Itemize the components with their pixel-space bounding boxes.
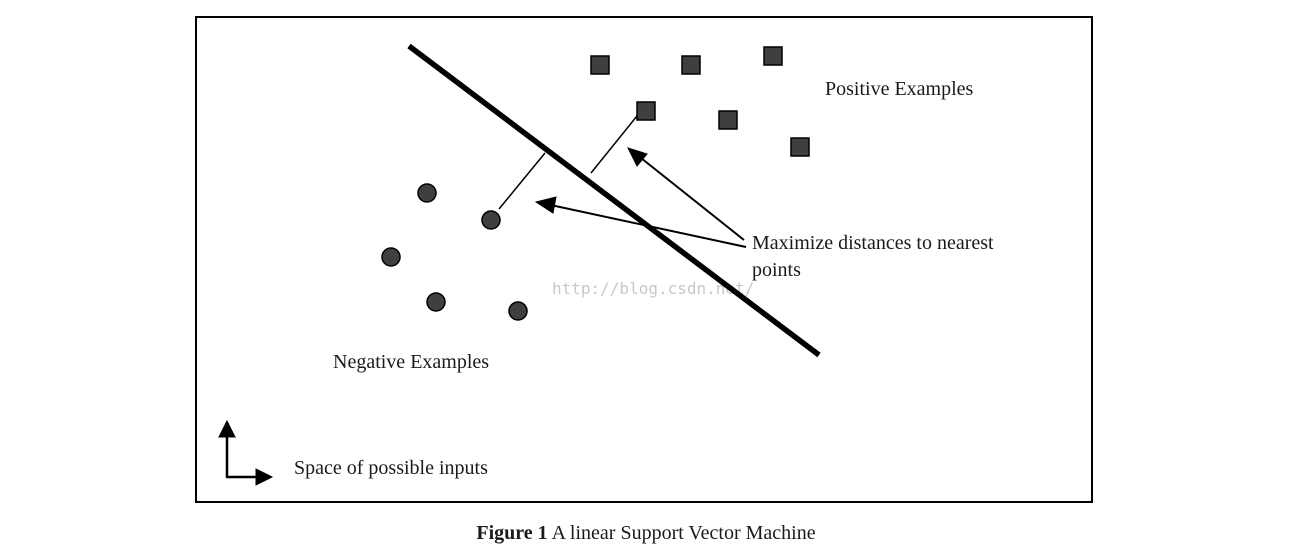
positive-examples-label: Positive Examples (825, 78, 974, 100)
positive-examples (590, 46, 810, 157)
negative-point (381, 247, 401, 267)
caption-prefix: Figure 1 (476, 522, 547, 544)
negative-point (481, 210, 501, 230)
arrow-to-positive-margin (635, 153, 745, 241)
input-space-label: Space of possible inputs (294, 457, 488, 479)
caption-text: A linear Support Vector Machine (548, 522, 816, 544)
margin-line-positive (590, 115, 638, 174)
diagram-frame (195, 16, 1093, 503)
arrow-to-negative-margin (545, 203, 747, 248)
negative-point (426, 292, 446, 312)
arrowhead-icon (534, 196, 557, 214)
positive-point (590, 55, 610, 75)
positive-point (681, 55, 701, 75)
input-space-axes-icon (218, 419, 274, 486)
negative-point (417, 183, 437, 203)
negative-examples-label: Negative Examples (333, 351, 489, 373)
positive-point (718, 110, 738, 130)
positive-point (790, 137, 810, 157)
negative-point (508, 301, 528, 321)
margin-line-negative (498, 152, 546, 210)
annotation-text-line1: Maximize distances to nearest (752, 232, 994, 254)
annotation-text-line2: points (752, 259, 801, 281)
positive-point (763, 46, 783, 66)
watermark-text: http://blog.csdn.net/ (552, 279, 754, 298)
figure-caption: Figure 1 A linear Support Vector Machine (476, 522, 815, 544)
annotation-arrows (534, 147, 747, 248)
separating-hyperplane (407, 43, 821, 358)
negative-examples (381, 183, 528, 321)
positive-point (636, 101, 656, 121)
arrowhead-icon (627, 147, 648, 167)
